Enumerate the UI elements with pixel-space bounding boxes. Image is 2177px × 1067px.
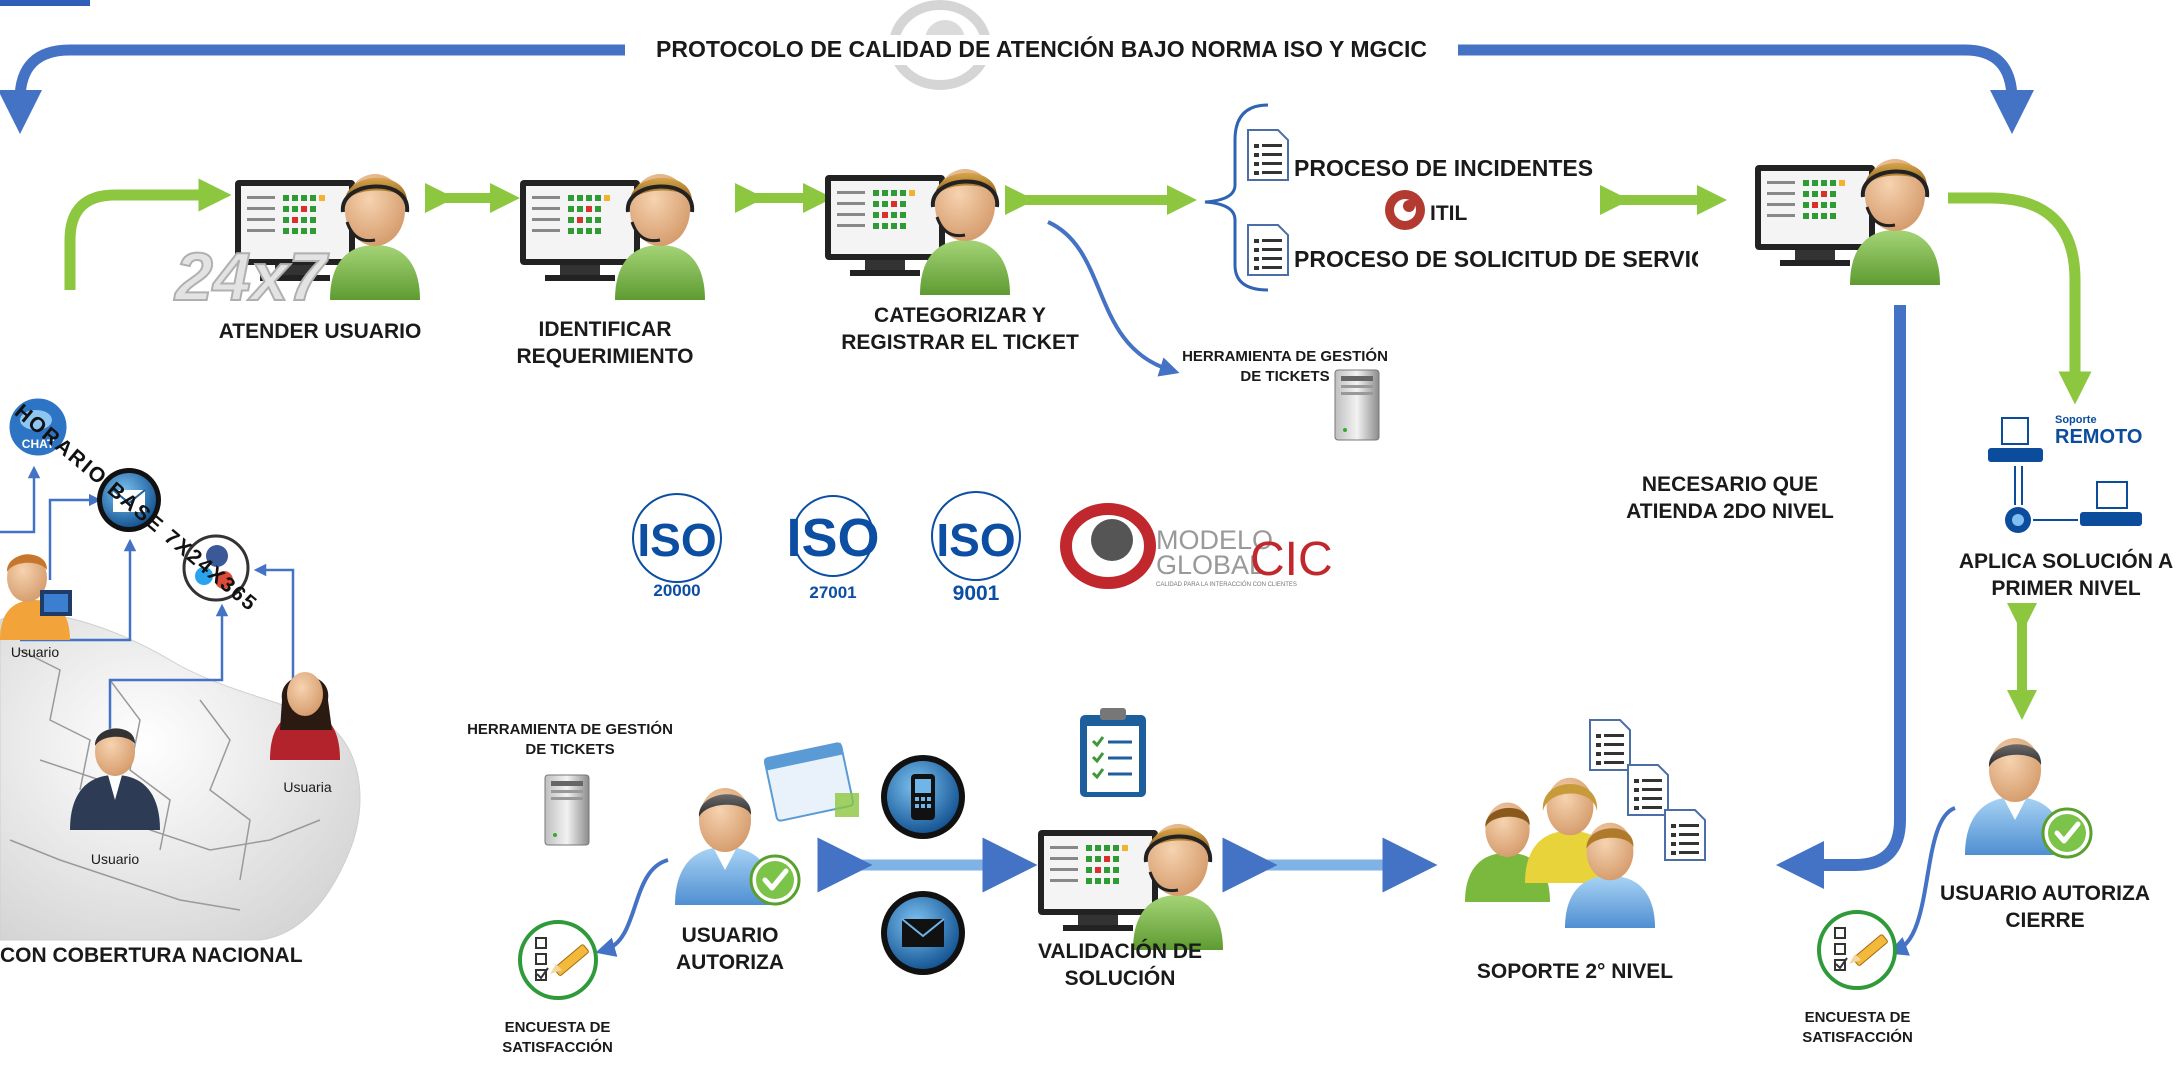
mexico-map xyxy=(0,613,361,941)
agent-categorizar xyxy=(823,167,1012,297)
arrow-horario-to-atender xyxy=(64,178,232,290)
svg-text:ISO: ISO xyxy=(637,514,716,566)
agent-validacion xyxy=(1036,822,1225,952)
document-icon-incidentes xyxy=(1247,129,1289,181)
svg-text:ISO: ISO xyxy=(936,514,1015,566)
corner-arrow-fragment xyxy=(0,0,90,6)
encuesta-icon-left xyxy=(518,920,598,1000)
check-badge-right xyxy=(2043,809,2091,857)
check-badge-bottom xyxy=(751,856,799,904)
encuesta-icon-right xyxy=(1817,910,1897,990)
svg-text:9001: 9001 xyxy=(953,582,1000,605)
itil-bracket xyxy=(1204,103,1269,292)
label-cobertura: CON COBERTURA NACIONAL xyxy=(0,944,303,967)
svg-text:GLOBAL: GLOBAL xyxy=(1156,550,1264,580)
email-icon-channel xyxy=(97,468,161,532)
label-itil: ITIL xyxy=(1430,202,1468,225)
server-icon-bottom xyxy=(544,774,590,846)
page-title-text: PROTOCOLO DE CALIDAD DE ATENCIÓN BAJO NO… xyxy=(656,36,1427,62)
svg-text:CIC: CIC xyxy=(1250,533,1333,586)
arrow-to-encuesta-left xyxy=(595,858,669,957)
chat-icon: CHAT xyxy=(6,395,70,459)
svg-text:CALIDAD PARA LA INTERACCIÓN CO: CALIDAD PARA LA INTERACCIÓN CON CLIENTES xyxy=(1156,581,1297,588)
user-icon-computer xyxy=(0,554,72,640)
arrow-to-encuesta-right xyxy=(1887,806,1956,956)
soporte-remoto-diagram xyxy=(1988,417,2142,533)
protocol-arrow-right xyxy=(1458,44,2034,134)
label-atender-usuario: ATENDER USUARIO xyxy=(218,320,422,343)
page-title: PROTOCOLO DE CALIDAD DE ATENCIÓN BAJO NO… xyxy=(625,35,1458,65)
label-proceso-solicitud: PROCESO DE SOLICITUD DE SERVICIO xyxy=(1294,246,1698,272)
arrow-agent-to-remoto xyxy=(1948,192,2092,405)
label-user-female: Usuaria xyxy=(283,779,332,795)
app-window-icon xyxy=(763,742,859,822)
arrow-to-soporte-2 xyxy=(1776,305,1906,889)
svg-text:CHAT: CHAT xyxy=(22,437,55,451)
iso-27001-logo: ISO 27001 xyxy=(786,495,880,602)
itil-logo xyxy=(1385,190,1425,230)
svg-text:20000: 20000 xyxy=(653,581,700,600)
label-soporte-remoto: Soporte REMOTO xyxy=(2055,414,2143,449)
label-proceso-incidentes: PROCESO DE INCIDENTES xyxy=(1294,155,1594,181)
phone-icon xyxy=(881,755,965,839)
user-icon-male xyxy=(70,728,160,830)
label-user-computer: Usuario xyxy=(10,644,60,660)
label-soporte-2: SOPORTE 2° NIVEL xyxy=(1476,960,1674,983)
protocol-arrow-left xyxy=(0,44,625,134)
badge-24x7: 24x7 xyxy=(173,239,329,315)
arrow-to-herramienta-top xyxy=(1047,220,1180,377)
user-icon-female xyxy=(270,672,340,760)
agent-identificar xyxy=(518,172,707,302)
document-icon-solicitud xyxy=(1247,224,1289,276)
agent-primer-nivel xyxy=(1753,157,1942,287)
svg-text:ISO: ISO xyxy=(786,508,879,568)
email-icon-bottom xyxy=(881,891,965,975)
social-media-icon xyxy=(182,534,250,602)
svg-text:MODELO: MODELO xyxy=(1156,525,1273,555)
iso-20000-logo: ISO 20000 xyxy=(632,493,722,600)
svg-text:27001: 27001 xyxy=(809,583,856,602)
mgcic-logo: MODELO GLOBAL CIC CALIDAD PARA LA INTERA… xyxy=(1060,503,1333,589)
soporte-2-group xyxy=(1465,719,1706,928)
iso-9001-logo: ISO 9001 xyxy=(931,491,1021,605)
label-user-male: Usuario xyxy=(90,851,140,867)
clipboard-icon xyxy=(1080,708,1146,797)
